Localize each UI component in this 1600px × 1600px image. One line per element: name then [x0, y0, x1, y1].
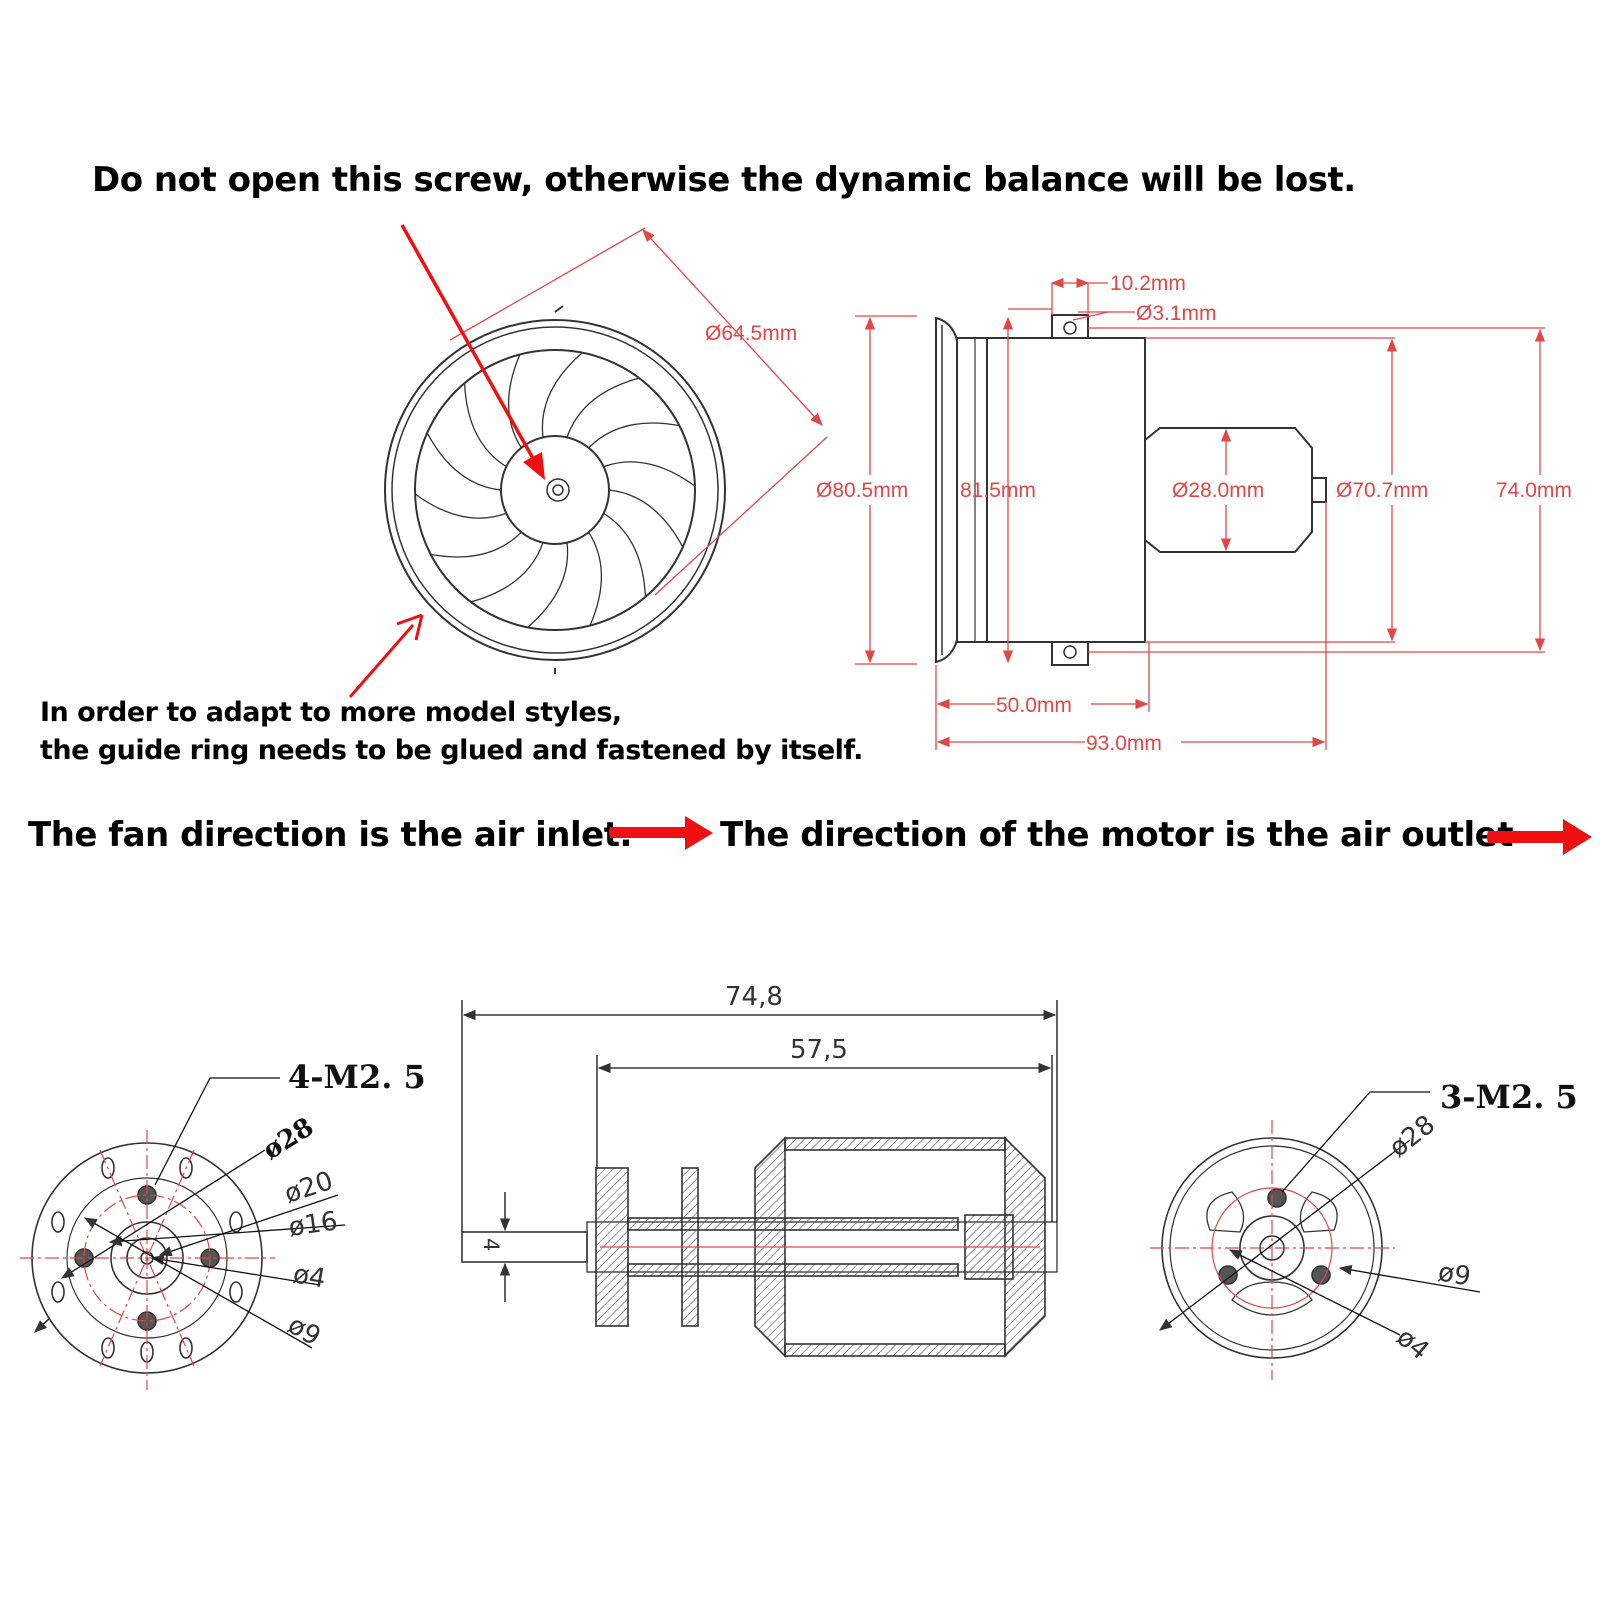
- motor-diameter-label: Ø28.0mm: [1172, 479, 1264, 502]
- fan-blade: [470, 542, 544, 603]
- outer-diameter-label: Ø80.5mm: [816, 479, 908, 502]
- fan-blade: [426, 432, 502, 491]
- tab-width-label: 10.2mm: [1110, 272, 1186, 295]
- motor-side-section: [461, 1136, 1058, 1358]
- fan-blade: [430, 531, 522, 558]
- screw-warning-text: Do not open this screw, otherwise the dy…: [92, 160, 1356, 200]
- guide-ring-note-line1: In order to adapt to more model styles,: [40, 697, 622, 728]
- guide-ring-note-line2: the guide ring needs to be glued and fas…: [40, 735, 863, 766]
- blade-diameter-label: Ø64.5mm: [705, 322, 797, 345]
- fan-blade: [603, 461, 696, 487]
- overall-length-label: 93.0mm: [1086, 732, 1162, 755]
- fan-blade: [527, 542, 569, 628]
- duct-length-label: 50.0mm: [996, 694, 1072, 717]
- fan-side-dimension-labels: 10.2mm Ø3.1mm Ø80.5mm 81.5mm Ø28.0mm Ø70…: [815, 270, 1590, 756]
- motor-overall-length-label: 74,8: [725, 982, 783, 1012]
- shaft-diameter-label: 4: [479, 1238, 503, 1251]
- motor-body-length-label: 57,5: [790, 1035, 848, 1065]
- fan-blade: [541, 352, 583, 438]
- front-thread-label: 4-M2. 5: [288, 1058, 426, 1096]
- motor-rear-centerlines: [1150, 1120, 1395, 1380]
- fan-blade: [566, 377, 640, 438]
- rear-d28-label: ø28: [1384, 1110, 1441, 1164]
- screw-pointer-arrow: [400, 224, 545, 480]
- air-outlet-text: The direction of the motor is the air ou…: [720, 815, 1514, 855]
- fan-side-view: [935, 314, 1327, 666]
- mount-hole-label: Ø3.1mm: [1136, 302, 1217, 325]
- rear-d4-label: ø4: [1391, 1322, 1435, 1366]
- fan-blade: [588, 531, 603, 626]
- front-d16-label: ø16: [287, 1206, 340, 1243]
- motor-side-dimensions: [461, 1000, 1058, 1302]
- duct-diameter-label: Ø70.7mm: [1336, 479, 1428, 502]
- front-d28-label: ø28: [258, 1112, 319, 1166]
- fan-front-dimension: [449, 227, 828, 596]
- rear-thread-label: 3-M2. 5: [1440, 1078, 1578, 1116]
- inlet-ring-label: 81.5mm: [960, 479, 1036, 502]
- guide-ring-pointer-arrow: [348, 613, 424, 698]
- motor-rear-leaders: [1158, 1091, 1481, 1336]
- fan-blade: [414, 493, 507, 519]
- fan-blade: [603, 512, 647, 597]
- motor-rear-labels: 3-M2. 5 ø28 ø9 ø4: [1384, 1078, 1578, 1366]
- fan-blade: [507, 354, 522, 449]
- fan-side-dimensions: [855, 277, 1546, 750]
- front-d4-label: ø4: [291, 1259, 328, 1294]
- fan-blades: [414, 352, 696, 628]
- rear-d9-label: ø9: [1436, 1257, 1473, 1292]
- air-inlet-text: The fan direction is the air inlet.: [28, 815, 632, 855]
- front-d9-label: ø9: [283, 1310, 326, 1352]
- fan-front-view: [384, 305, 726, 674]
- motor-side-labels: 74,8 57,5 4: [479, 982, 848, 1251]
- outlet-direction-arrow: [1487, 819, 1592, 855]
- fan-blade: [588, 422, 680, 449]
- motor-front-leaders: [34, 1077, 346, 1349]
- fan-blade: [608, 489, 684, 548]
- tab-span-label: 74.0mm: [1496, 479, 1572, 502]
- fan-blade: [463, 383, 507, 468]
- motor-front-centerlines: [20, 1130, 275, 1390]
- inlet-direction-arrow: [609, 816, 713, 850]
- front-d20-label: ø20: [281, 1166, 337, 1210]
- motor-front-labels: 4-M2. 5 ø28 ø20 ø16 ø4 ø9: [258, 1058, 426, 1352]
